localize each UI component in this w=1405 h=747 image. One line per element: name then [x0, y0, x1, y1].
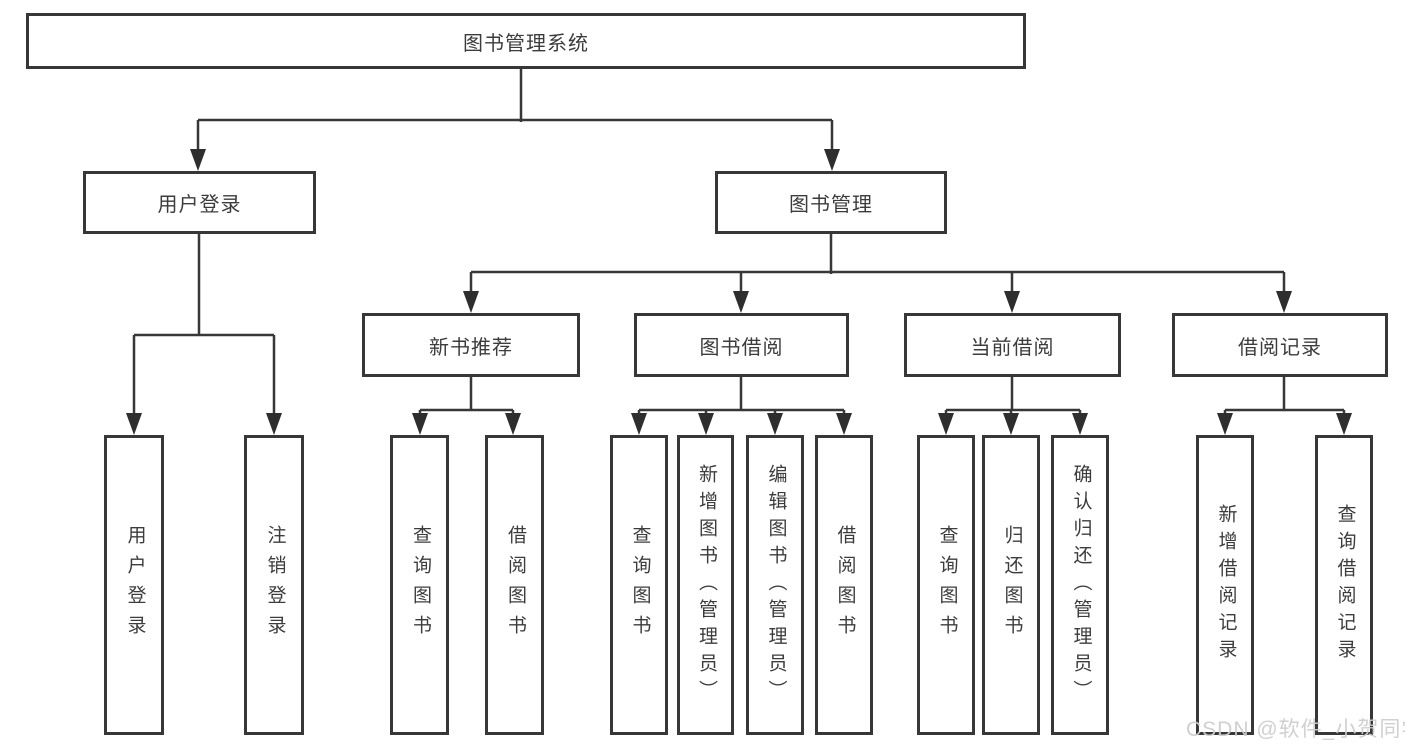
leaf-query-borrow-record: 查询借阅记录	[1315, 435, 1373, 735]
node-book-management: 图书管理	[715, 171, 947, 234]
leaf-return-books: 归还图书	[982, 435, 1040, 735]
node-new-book-recommend: 新书推荐	[362, 313, 580, 377]
leaf-newbook-query-books: 查询图书	[390, 435, 449, 735]
leaf-newbook-borrow-books: 借阅图书	[485, 435, 544, 735]
leaf-logout: 注销登录	[244, 435, 304, 735]
arrowheads	[126, 149, 1352, 435]
leaf-user-login: 用户登录	[104, 435, 164, 735]
leaf-edit-book-admin: 编辑图书（管理员）	[746, 435, 804, 735]
leaf-add-borrow-record: 新增借阅记录	[1196, 435, 1254, 735]
leaf-confirm-return-admin: 确认归还（管理员）	[1051, 435, 1109, 735]
leaf-borrow-books: 借阅图书	[815, 435, 873, 735]
node-root-library-system: 图书管理系统	[26, 13, 1026, 69]
leaf-add-book-admin: 新增图书（管理员）	[677, 435, 734, 735]
leaf-borrow-query-books: 查询图书	[610, 435, 668, 735]
node-borrow-record: 借阅记录	[1172, 313, 1388, 377]
leaf-current-query-books: 查询图书	[917, 435, 975, 735]
csdn-watermark: CSDN @软件_小贺同学	[1186, 718, 1405, 741]
node-current-borrow: 当前借阅	[904, 313, 1121, 377]
node-user-login: 用户登录	[83, 171, 316, 234]
node-book-borrow: 图书借阅	[634, 313, 849, 377]
